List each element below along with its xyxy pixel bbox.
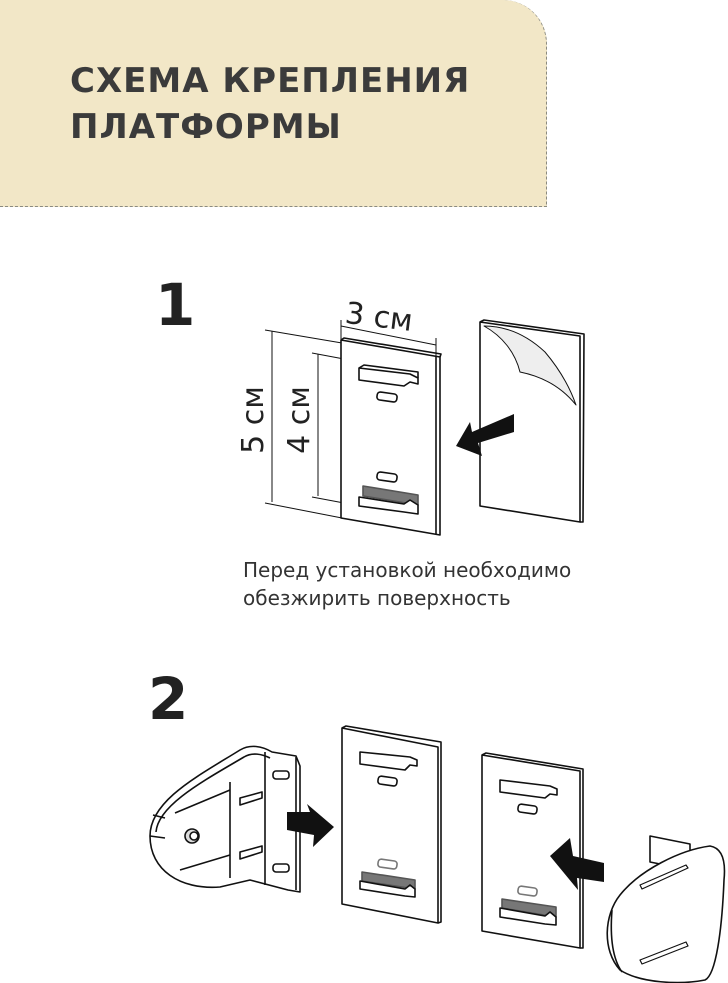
page-title: СХЕМА КРЕПЛЕНИЯ ПЛАТФОРМЫ: [70, 58, 470, 150]
inner-height-dimension-label: 4 см: [281, 386, 317, 454]
title-line-2: ПЛАТФОРМЫ: [70, 107, 342, 147]
arrow-right-icon: [287, 804, 334, 847]
outer-height-dimension-label: 5 см: [235, 386, 271, 454]
width-dimension-label: 3 см: [343, 296, 415, 340]
arrow-left-icon: [456, 414, 514, 456]
header-banner: СХЕМА КРЕПЛЕНИЯ ПЛАТФОРМЫ: [0, 0, 547, 207]
left-bracket: [149, 745, 301, 893]
step-2-number: 2: [148, 665, 189, 733]
note-line-1: Перед установкой необходимо: [243, 558, 572, 582]
adhesive-tape: [479, 319, 585, 523]
step-1-number: 1: [155, 271, 196, 339]
platform-plate: [340, 337, 442, 536]
platform-plate-a: [341, 725, 442, 924]
platform-plate-b: [481, 752, 584, 949]
bottom-hook: [358, 471, 419, 515]
preparation-note: Перед установкой необходимо обезжирить п…: [243, 556, 571, 612]
end-cap: [606, 835, 726, 983]
arrow-left-icon-2: [550, 838, 604, 890]
note-line-2: обезжирить поверхность: [243, 586, 511, 610]
top-hook: [358, 364, 419, 403]
title-line-1: СХЕМА КРЕПЛЕНИЯ: [70, 61, 471, 101]
